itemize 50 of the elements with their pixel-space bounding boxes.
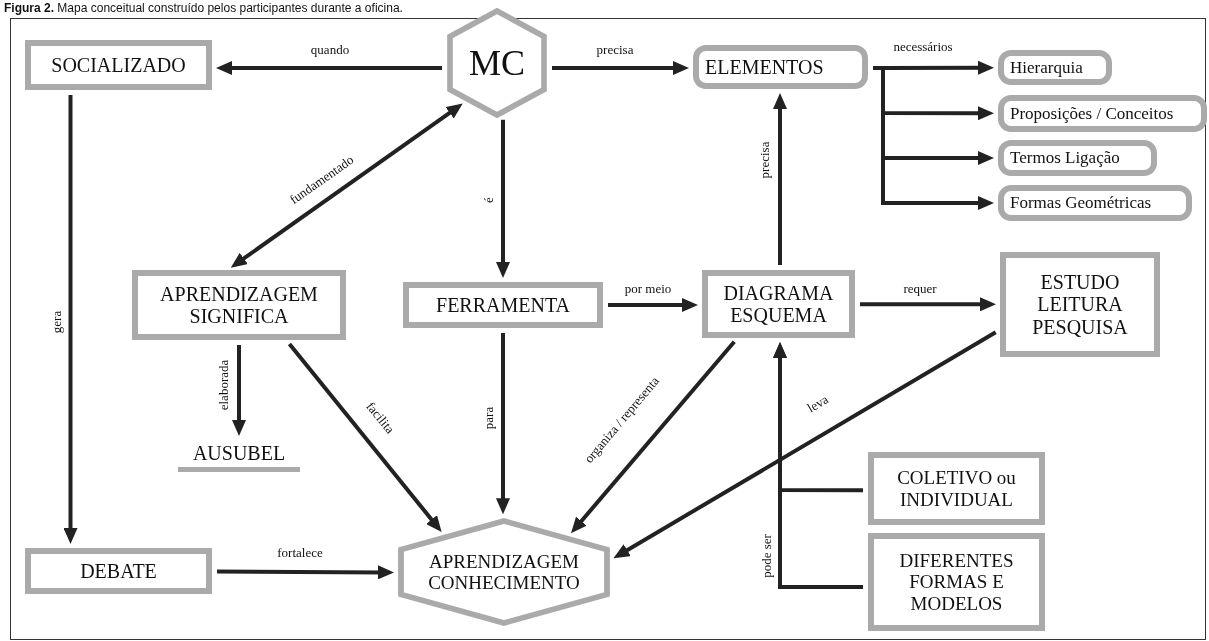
concept-box — [998, 185, 1192, 221]
arrow — [873, 66, 994, 210]
concept-label: APRENDIZAGEM SIGNIFICA — [159, 282, 319, 328]
edge-label: pode ser — [759, 532, 775, 580]
arrow — [773, 93, 787, 265]
concept-box — [868, 452, 1045, 525]
concept-box — [998, 95, 1207, 132]
arrow — [571, 340, 736, 534]
concept-label: ELEMENTOS — [705, 55, 824, 79]
arrow — [217, 565, 394, 580]
arrow — [613, 330, 997, 559]
concept-box — [403, 282, 603, 328]
concept-label: DEBATE — [80, 559, 157, 583]
concept-label: APRENDIZAGEM CONHECIMENTO — [427, 550, 581, 594]
arrow — [230, 103, 463, 268]
arrow — [860, 297, 996, 312]
concept-label: Proposições / Conceitos — [1010, 104, 1174, 123]
concept-label: DIAGRAMA ESQUEMA — [722, 281, 835, 327]
concept-label: Termos Ligação — [1010, 148, 1120, 168]
concept-label: COLETIVO ou INDIVIDUAL — [896, 467, 1017, 510]
concept-box — [868, 533, 1045, 631]
edge-label: quando — [308, 42, 352, 58]
concept-box — [998, 140, 1157, 176]
arrow — [773, 342, 863, 589]
concept-label: Formas Geométricas — [1010, 193, 1152, 213]
concept-label: MC — [469, 42, 525, 84]
concept-box — [25, 40, 212, 90]
arrow — [552, 61, 689, 75]
concept-label: ESTUDO LEITURA PESQUISA — [1031, 270, 1129, 339]
arrow — [496, 333, 510, 515]
arrow — [496, 119, 510, 278]
concept-label: SOCIALIZADO — [51, 53, 186, 77]
concept-box — [25, 548, 212, 594]
concept-box — [132, 270, 346, 340]
arrow — [608, 298, 698, 312]
concept-label: DIFERENTES FORMAS E MODELOS — [898, 550, 1015, 614]
concept-hexagon — [398, 518, 610, 626]
concept-label: AUSUBEL — [192, 442, 286, 465]
arrow — [216, 61, 442, 75]
concept-label: FERRAMENTA — [436, 293, 570, 317]
concept-box — [1000, 252, 1160, 357]
concept-box — [998, 50, 1112, 85]
concept-box — [693, 45, 868, 89]
concept-box — [702, 270, 855, 338]
concept-label: Hierarquia — [1010, 58, 1083, 77]
arrow — [63, 95, 78, 544]
arrow — [232, 345, 246, 436]
arrow — [287, 342, 442, 532]
figure-caption: Figura 2. Mapa conceitual construído pelos participantes durante a oficina. — [4, 1, 403, 15]
concept-hexagon — [447, 8, 547, 118]
